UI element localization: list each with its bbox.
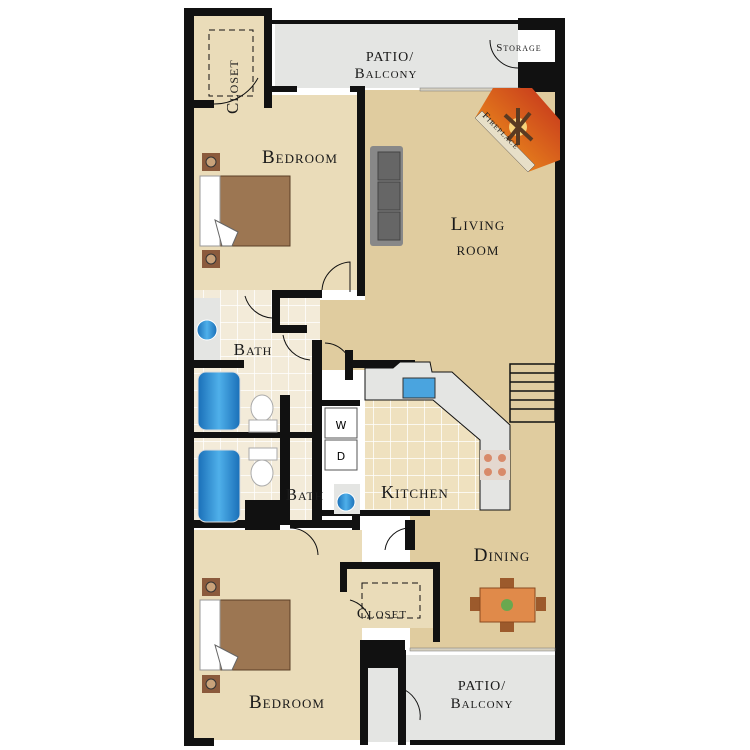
bathtub-icon [197,371,241,431]
fireplace [474,88,560,173]
patio-top-label: PATIO/ [366,50,414,65]
kitchen-fixtures: W D [324,361,511,511]
kitchen-label: Kitchen [381,482,449,502]
bedroom-top-label: Bedroom [262,147,338,168]
walls [184,8,565,746]
closet-top-floor [192,14,264,100]
kitchen-sink-icon [402,377,436,399]
storage-label: Storage [496,42,541,54]
washer-label: W [336,419,347,432]
stairs[interactable] [509,363,556,423]
bed-top-icon [199,153,291,268]
dryer-label: D [337,450,345,463]
washer-icon [324,407,358,439]
bathtub-icon [197,449,241,523]
bath-fixtures [194,298,360,523]
patio-top-label-2: Balcony [355,66,418,82]
dining-table-icon [470,578,546,632]
plant-icon [501,599,513,611]
toilet-icon [250,459,274,487]
patio-bottom-label: PATIO/ [458,679,506,694]
closet-top-label: Closet [223,59,242,114]
bed-bottom-icon [199,578,291,693]
patio-top-floor [275,24,518,88]
closet-bottom-shelf [361,582,421,619]
dryer-icon [324,439,358,471]
sink-icon [196,319,218,341]
living-room-label: Living [451,214,505,235]
dining-label: Dining [474,545,531,566]
sofa-icon [370,146,403,246]
living-room-label-2: room [456,239,499,260]
toilet-icon [250,394,274,422]
closet-top-shelf [208,29,254,97]
sliding-door-bottom[interactable] [409,647,556,652]
stove-icon [480,450,510,480]
sink-icon [336,492,356,512]
bath-bottom-label: Bath [286,485,325,504]
hall-floor [320,300,365,370]
closet-bottom-label: Closet [357,606,407,622]
bath-top-label: Bath [234,340,273,359]
bedroom-bottom-label: Bedroom [249,692,325,713]
storage-bottom-floor [368,668,398,742]
patio-bottom-floor [405,655,555,742]
patio-bottom-label-2: Balcony [451,696,514,712]
